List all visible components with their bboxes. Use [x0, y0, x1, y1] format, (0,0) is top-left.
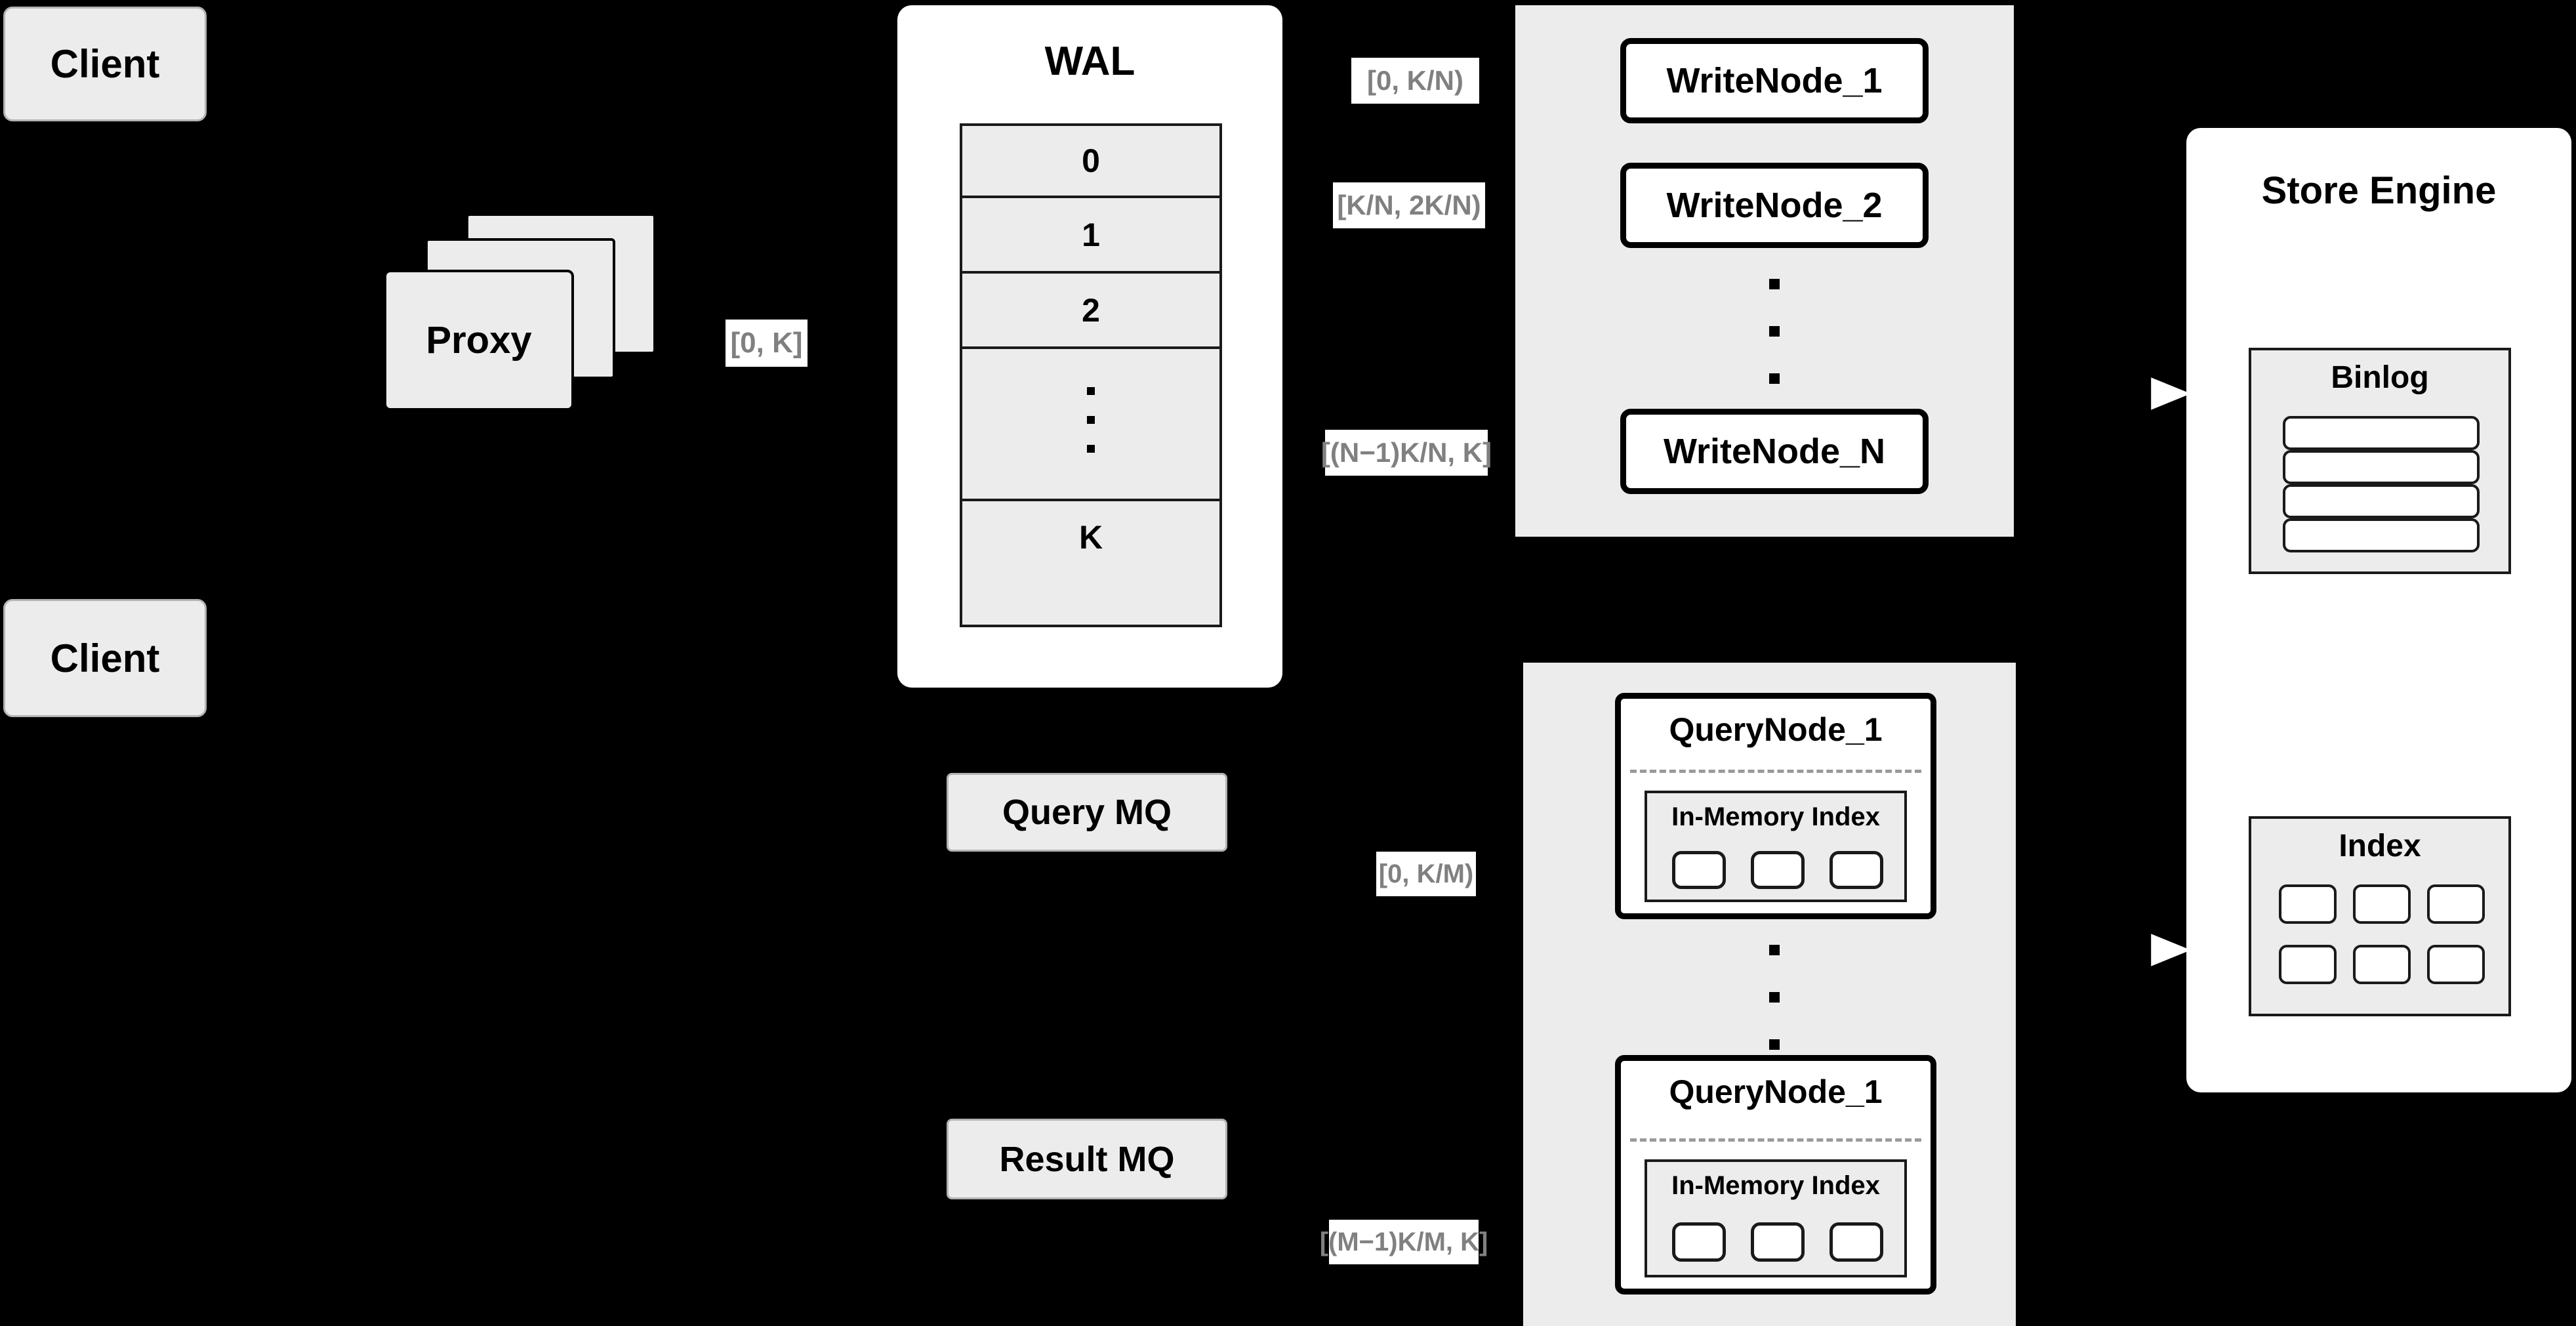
binlog-row[interactable]: [2283, 416, 2480, 450]
query-mq-box[interactable]: Query MQ: [947, 773, 1227, 852]
proxy-label: Proxy: [426, 319, 532, 362]
binlog-row[interactable]: [2283, 518, 2480, 552]
wal-title: WAL: [1044, 39, 1135, 84]
result-mq-label: Result MQ: [999, 1139, 1175, 1179]
query-mq-label: Query MQ: [1002, 793, 1172, 832]
index-slot[interactable]: [1672, 851, 1726, 889]
index-cell[interactable]: [2427, 884, 2485, 924]
in-memory-index-title: In-Memory Index: [1671, 1171, 1880, 1200]
write-node-n[interactable]: WriteNode_N: [1620, 409, 1929, 494]
index-panel: Index: [2249, 816, 2511, 1016]
wal-row-2[interactable]: 2: [962, 274, 1219, 349]
index-cell[interactable]: [2279, 945, 2337, 984]
client-box-2[interactable]: Client: [3, 599, 207, 717]
query-node-vertical-ellipsis-icon: [1765, 945, 1784, 1050]
client-box-1[interactable]: Client: [3, 7, 207, 121]
edge-label-write-node-n: [(N−1)K/N, K]: [1321, 430, 1492, 476]
index-cell[interactable]: [2353, 945, 2411, 984]
in-memory-index-panel: In-Memory Index: [1645, 1159, 1907, 1277]
edge-label-proxy-to-wal: [0, K]: [726, 320, 808, 367]
write-node-vertical-ellipsis-icon: [1765, 279, 1784, 384]
write-node-label: WriteNode_N: [1663, 432, 1886, 471]
query-node-label: QueryNode_1: [1669, 1073, 1883, 1110]
store-engine-panel: Store Engine Binlog Index: [2186, 128, 2571, 1092]
index-slot[interactable]: [1830, 1222, 1883, 1262]
wal-table: 0 1 2 K: [960, 123, 1222, 627]
proxy-stack[interactable]: Proxy: [380, 213, 669, 430]
index-cell[interactable]: [2353, 884, 2411, 924]
binlog-row[interactable]: [2283, 450, 2480, 484]
index-title: Index: [2339, 829, 2421, 863]
write-node-1[interactable]: WriteNode_1: [1620, 38, 1929, 123]
index-slot[interactable]: [1751, 851, 1805, 889]
client-label: Client: [50, 42, 160, 86]
proxy-card-front[interactable]: Proxy: [384, 270, 574, 411]
in-memory-index-title: In-Memory Index: [1671, 802, 1880, 831]
write-node-label: WriteNode_2: [1666, 186, 1883, 225]
edge-label-write-node-1: [0, K/N): [1351, 58, 1479, 104]
query-node-1[interactable]: QueryNode_1 In-Memory Index: [1615, 693, 1936, 919]
wal-row-k[interactable]: K: [1078, 519, 1103, 556]
in-memory-index-panel: In-Memory Index: [1645, 791, 1907, 902]
index-cell[interactable]: [2427, 945, 2485, 984]
binlog-panel: Binlog: [2249, 348, 2511, 574]
index-slot[interactable]: [1751, 1222, 1805, 1262]
wal-row-1[interactable]: 1: [962, 198, 1219, 274]
binlog-title: Binlog: [2331, 360, 2429, 395]
wal-vertical-ellipsis-icon: [1087, 387, 1095, 453]
edge-label-query-node-1: [0, K/M): [1376, 852, 1476, 896]
wal-panel: WAL 0 1 2 K: [897, 5, 1282, 688]
client-label: Client: [50, 636, 160, 680]
store-engine-title: Store Engine: [2261, 169, 2497, 212]
result-mq-box[interactable]: Result MQ: [947, 1119, 1227, 1199]
index-slot[interactable]: [1830, 851, 1883, 889]
wal-row-ellipsis: [962, 349, 1219, 501]
query-node-label: QueryNode_1: [1669, 711, 1883, 748]
query-node-divider: [1630, 1138, 1921, 1142]
index-cell[interactable]: [2279, 884, 2337, 924]
binlog-row[interactable]: [2283, 484, 2480, 518]
wal-row-0[interactable]: 0: [962, 126, 1219, 198]
write-node-label: WriteNode_1: [1666, 61, 1883, 100]
write-node-2[interactable]: WriteNode_2: [1620, 163, 1929, 248]
index-slot[interactable]: [1672, 1222, 1726, 1262]
edge-label-write-node-2: [K/N, 2K/N): [1333, 182, 1485, 228]
query-node-divider: [1630, 770, 1921, 773]
edge-label-query-node-m: [(M−1)K/M, K]: [1320, 1220, 1488, 1264]
query-node-m[interactable]: QueryNode_1 In-Memory Index: [1615, 1055, 1936, 1295]
